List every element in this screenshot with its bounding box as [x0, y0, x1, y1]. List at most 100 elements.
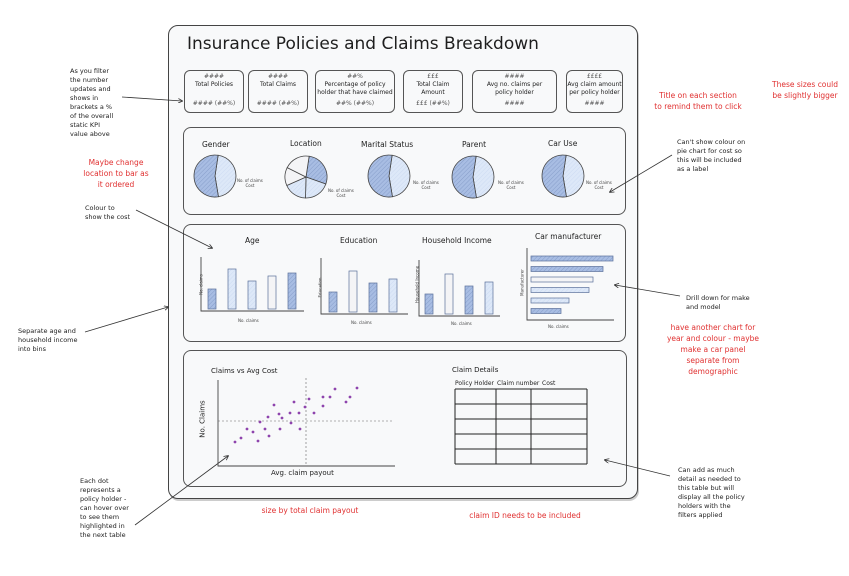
scatter-point — [267, 434, 271, 438]
annotation-table-detail: Can add as much detail as needed to this… — [678, 466, 745, 519]
pie-slice — [286, 155, 310, 178]
bar-axis — [320, 258, 408, 315]
bar-axis — [526, 248, 614, 321]
kpi-total-claims[interactable]: #### Total Claims #### (##%) — [248, 70, 308, 113]
kpi-label: Percentage of policy holder that have cl… — [317, 81, 393, 96]
kpi-label: Total Claim Amount — [416, 81, 450, 96]
pie-slice — [214, 154, 237, 198]
kpi-total-policies[interactable]: #### Total Policies #### (##%) — [184, 70, 244, 113]
scatter-point — [256, 439, 260, 443]
scatter-point — [312, 411, 316, 415]
scatter-point — [239, 436, 243, 440]
annotation-section-titles: Title on each section to remind them to … — [654, 91, 742, 111]
table-header-policy-holder[interactable]: Policy Holder — [455, 380, 494, 387]
bar-title-car-manufacturer: Car manufacturer — [535, 232, 602, 241]
scatter-point — [298, 427, 302, 431]
bar-axis — [200, 257, 304, 312]
annotation-sizes-bigger: These sizes could be slightly bigger — [772, 80, 838, 100]
scatter-point — [278, 427, 282, 431]
pie-slice — [472, 155, 495, 199]
bar — [424, 293, 434, 315]
kpi-percent-claimed[interactable]: ##% Percentage of policy holder that hav… — [315, 70, 395, 113]
bar — [227, 268, 237, 310]
pie-slice — [451, 155, 477, 199]
kpi-sub: £££ (##%) — [416, 100, 450, 107]
bar-title-age: Age — [245, 236, 260, 245]
annotation-car-panel: have another chart for year and colour -… — [666, 323, 760, 376]
bar-xlabel-household-income: No. claims — [451, 321, 472, 326]
annotation-colour-cost: Colour to show the cost — [85, 204, 131, 221]
pie-label-location: No. of claims Cost — [328, 188, 354, 198]
kpi-avg-claim-amount[interactable]: ££££ Avg claim amount per policy holder … — [566, 70, 623, 113]
kpi-sub: #### (##%) — [256, 100, 300, 107]
scatter-point — [272, 403, 276, 407]
kpi-value: #### — [504, 73, 525, 80]
table-header-claim-number[interactable]: Claim number — [497, 380, 540, 387]
bar — [368, 282, 378, 313]
scatter-title: Claims vs Avg Cost — [211, 367, 278, 375]
bar — [484, 281, 494, 315]
pie-slice — [541, 154, 567, 198]
scatter-point — [348, 395, 352, 399]
arrow-pie-note — [610, 154, 673, 192]
scatter-point — [292, 400, 296, 404]
bar — [207, 288, 217, 310]
scatter-point — [245, 427, 249, 431]
bar — [247, 280, 257, 310]
scatter-axis — [217, 380, 395, 467]
scatter-ylabel: No. Claims — [198, 400, 207, 438]
scatter-point — [303, 405, 307, 409]
scatter-point — [266, 415, 270, 419]
kpi-value: #### — [267, 73, 289, 80]
bar — [464, 285, 474, 315]
kpi-sub: #### — [504, 100, 525, 107]
pie-title-location: Location — [290, 139, 322, 148]
kpi-value: ££££ — [586, 73, 603, 80]
pie-slice — [367, 154, 393, 198]
kpi-sub: ##% (##%) — [335, 100, 375, 107]
arrow-dot-note — [134, 456, 228, 526]
kpi-label: Avg no. claims per policy holder — [486, 81, 543, 96]
pie-title-parent: Parent — [462, 140, 487, 149]
scatter-point — [344, 400, 348, 404]
annotation-location-bar: Maybe change location to bar as it order… — [83, 158, 149, 189]
pie-slice — [193, 154, 219, 198]
bar — [444, 273, 454, 315]
table-title: Claim Details — [452, 366, 499, 374]
pie-slice — [305, 155, 328, 185]
scatter-point — [333, 387, 337, 391]
horizontal-bar — [530, 255, 614, 262]
scatter-point — [328, 395, 332, 399]
pie-label-gender: No. of claims Cost — [237, 178, 263, 188]
scatter-point — [297, 411, 301, 415]
horizontal-bar — [530, 308, 562, 314]
annotation-size-by-payout: size by total claim payout — [261, 506, 359, 515]
bar-title-household-income: Household Income — [422, 236, 492, 245]
bar-title-education: Education — [340, 236, 378, 245]
horizontal-bar — [530, 287, 590, 293]
scatter-point — [321, 404, 325, 408]
kpi-sub: #### — [584, 100, 605, 107]
scatter-point — [258, 420, 262, 424]
annotation-drill-down: Drill down for make and model — [686, 294, 750, 311]
table-header-cost[interactable]: Cost — [542, 380, 556, 387]
arrow-table-note — [605, 460, 671, 477]
kpi-value: #### — [203, 73, 225, 80]
bar-ylabel-age: No. claims — [198, 274, 204, 295]
kpi-value: ##% — [347, 73, 363, 80]
pie-label-car-use: No. of claims Cost — [586, 180, 612, 190]
pie-label-marital-status: No. of claims Cost — [413, 180, 439, 190]
kpi-label: Avg claim amount per policy holder — [567, 81, 622, 96]
kpi-total-claim-amount[interactable]: £££ Total Claim Amount £££ (##%) — [403, 70, 463, 113]
scatter-point — [251, 430, 255, 434]
bar — [287, 272, 297, 310]
pie-label-parent: No. of claims Cost — [498, 180, 524, 190]
pie-title-gender: Gender — [202, 140, 230, 149]
kpi-avg-claims[interactable]: #### Avg no. claims per policy holder ##… — [472, 70, 557, 113]
dashboard-title: Insurance Policies and Claims Breakdown — [187, 34, 539, 54]
annotation-claim-id: claim ID needs to be included — [469, 511, 581, 520]
bar-ylabel-education: Education — [317, 277, 323, 298]
scatter-point — [288, 411, 292, 415]
annotation-each-dot: Each dot represents a policy holder - ca… — [80, 477, 129, 539]
